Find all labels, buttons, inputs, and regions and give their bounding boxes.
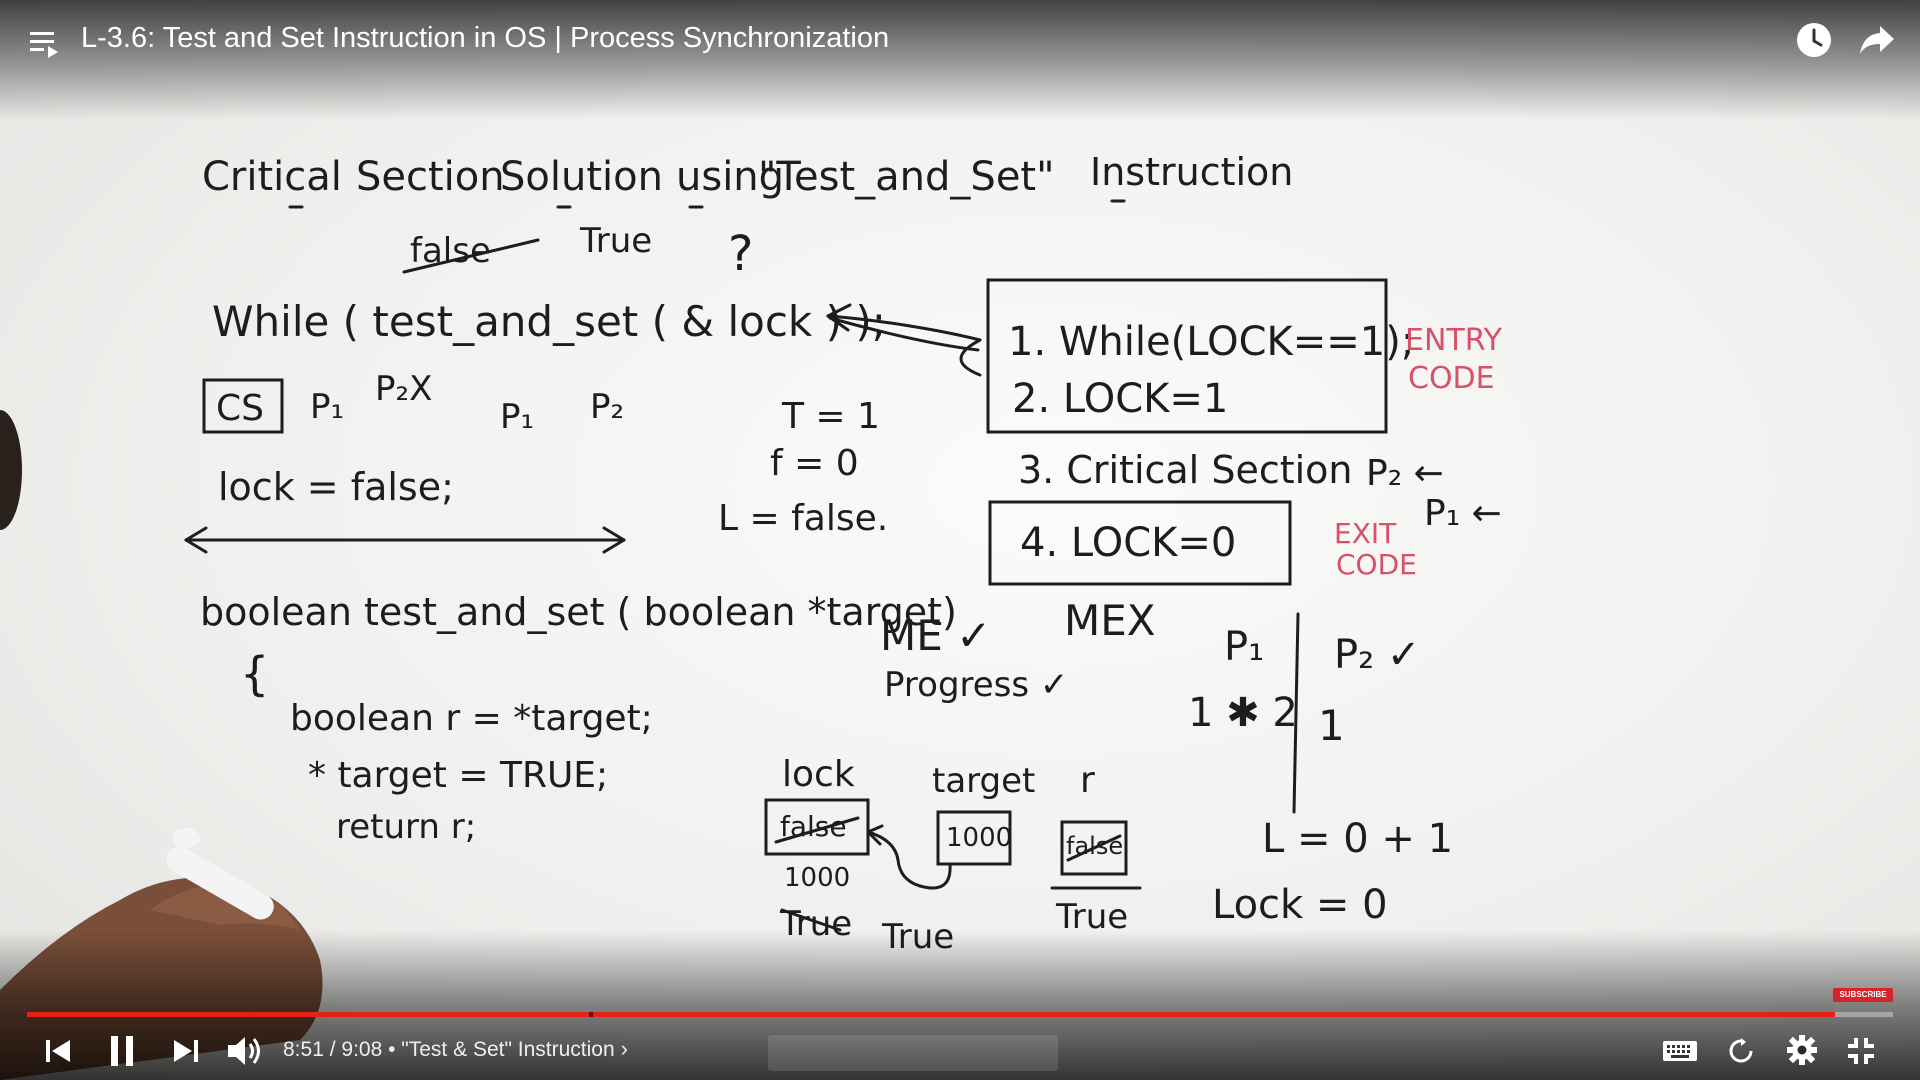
legend-line: L = false. (718, 498, 888, 539)
p-label: P₁ (310, 387, 344, 427)
video-title[interactable]: L-3.6: Test and Set Instruction in OS | … (81, 22, 890, 54)
progress-label: Progress ✓ (884, 665, 1068, 705)
variable-name: target (932, 761, 1035, 801)
r-memory-box (1060, 820, 1128, 876)
target-memory-box (936, 810, 1012, 866)
exit-step: 4. LOCK=0 (1020, 520, 1236, 566)
next-icon[interactable] (172, 1038, 200, 1064)
variable-name: lock (782, 754, 855, 795)
while-statement: While ( test_and_set ( & lock ) ); (212, 297, 886, 346)
me-label: ME ✓ (880, 611, 991, 660)
settings-icon[interactable] (1786, 1034, 1818, 1066)
divider-arrow (184, 526, 626, 554)
autoplay-icon[interactable] (1728, 1038, 1754, 1064)
progress-fill (27, 1012, 1836, 1017)
target-pointer-arrow (866, 830, 952, 890)
mex-label: MEX (1064, 596, 1156, 645)
critical-section-step: 3. Critical Section (1018, 448, 1353, 492)
heading-word: Section (356, 154, 505, 200)
heading-word: "Test_and_Set" (758, 154, 1055, 200)
chapter-title[interactable]: "Test & Set" Instruction (401, 1038, 615, 1061)
function-body-line: return r; (336, 807, 476, 847)
target-box-value: 1000 (946, 823, 1012, 853)
struck-false: false (410, 231, 491, 271)
total-time: 9:08 (341, 1038, 383, 1061)
lock-init: lock = false; (218, 465, 454, 509)
chevron-right-icon[interactable]: › (620, 1036, 628, 1061)
top-bar: L-3.6: Test and Set Instruction in OS | … (0, 0, 1920, 120)
heading-word: Solution (500, 154, 663, 200)
entry-label: CODE (1408, 361, 1495, 396)
legend-line: f = 0 (770, 443, 859, 484)
heading-word: Critical (202, 154, 342, 200)
process-column: P₁ (1224, 624, 1264, 670)
exit-label: CODE (1336, 548, 1417, 581)
cs-box (202, 378, 284, 434)
time-separator: / (323, 1038, 342, 1061)
exit-fullscreen-icon[interactable] (1846, 1036, 1876, 1066)
heading-word: using (676, 154, 784, 200)
function-signature: boolean test_and_set ( boolean *target) (200, 590, 957, 634)
process-arrow: P₂ ← (1366, 453, 1444, 494)
arrow-to-while (826, 303, 982, 377)
true-word: True (579, 221, 652, 261)
lock-memory-box (764, 798, 870, 856)
chapter-marker (589, 1012, 593, 1017)
process-arrow: P₁ ← (1424, 493, 1502, 534)
question-mark: ? (728, 226, 753, 282)
function-body-line: * target = TRUE; (308, 755, 608, 796)
entry-label: ENTRY (1405, 323, 1503, 358)
process-value: 1 (1318, 701, 1345, 750)
keyboard-icon[interactable] (1662, 1038, 1698, 1064)
process-column: P₂ ✓ (1334, 632, 1420, 678)
time-display: 8:51 / 9:08 • "Test & Set" Instruction› (283, 1036, 628, 1062)
volume-icon[interactable] (226, 1034, 264, 1068)
exit-label: EXIT (1334, 517, 1397, 550)
chapter-separator: • (382, 1038, 402, 1061)
current-time: 8:51 (283, 1038, 324, 1061)
pause-icon[interactable] (108, 1034, 136, 1068)
cs-label: CS (216, 388, 264, 429)
p-label: P₁ (500, 397, 534, 437)
lock-equation: Lock = 0 (1212, 882, 1388, 928)
entry-code-box (986, 278, 1388, 434)
legend-line: T = 1 (781, 396, 880, 437)
exit-code-box (988, 500, 1292, 586)
lock-address: 1000 (784, 863, 850, 893)
heading-word: Instruction (1090, 150, 1293, 194)
playlist-icon[interactable] (28, 28, 62, 60)
board-heading: Critical Section Solution using "Test_an… (202, 150, 1293, 209)
entry-step: 2. LOCK=1 (1012, 376, 1228, 422)
share-icon[interactable] (1858, 22, 1896, 58)
subscribe-badge[interactable]: SUBSCRIBE (1833, 988, 1893, 1002)
bottom-bar (0, 930, 1920, 1080)
function-body-line: boolean r = *target; (290, 698, 653, 739)
p-label: P₂X (375, 369, 432, 409)
p-label: P₂ (590, 387, 624, 427)
watch-later-icon[interactable] (1796, 22, 1832, 58)
l-equation: L = 0 + 1 (1262, 816, 1453, 862)
progress-bar[interactable] (27, 1012, 1893, 1017)
ghost-toolbar (768, 1035, 1058, 1071)
previous-icon[interactable] (44, 1038, 72, 1064)
function-brace: { (240, 647, 269, 701)
variable-name: r (1080, 760, 1095, 801)
process-divider (1292, 612, 1300, 814)
process-value: 1 ✱ 2 (1188, 690, 1298, 736)
entry-step: 1. While(LOCK==1); (1008, 319, 1414, 365)
